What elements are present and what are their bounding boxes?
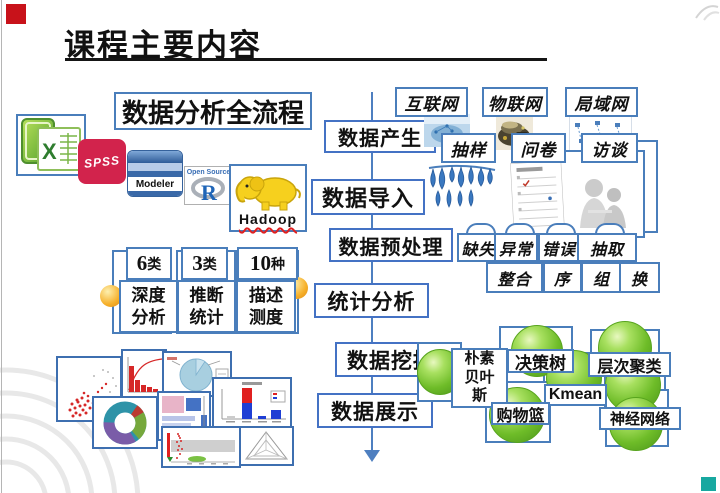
preprocess-sort-box: 序 bbox=[543, 262, 582, 293]
spss-logo: SPSS bbox=[78, 139, 126, 184]
corner-teal-square bbox=[701, 477, 716, 491]
left-edge-line bbox=[1, 0, 2, 493]
source-interview-box: 访谈 bbox=[581, 133, 638, 163]
preprocess-transform-box: 换 bbox=[619, 262, 660, 293]
flow-step-display: 数据展示 bbox=[317, 393, 433, 428]
flow-step-preprocess: 数据预处理 bbox=[329, 228, 453, 262]
spss-label: SPSS bbox=[83, 152, 121, 171]
svg-text:R: R bbox=[201, 180, 218, 203]
preprocess-integrate-box: 整合 bbox=[486, 262, 543, 293]
excel-icon: X bbox=[21, 118, 81, 171]
hadoop-elephant-icon bbox=[235, 176, 301, 211]
preprocess-arc-icon bbox=[595, 223, 625, 234]
page-title: 课程主要内容 bbox=[64, 28, 262, 63]
questionnaire-image-icon bbox=[510, 160, 565, 236]
iot-photo-icon bbox=[496, 114, 533, 150]
stats-deep-analysis-box: 深度分析 bbox=[119, 280, 178, 333]
stats-inference-box: 推断统计 bbox=[177, 280, 236, 333]
modeler-logo: Modeler bbox=[127, 150, 183, 197]
preprocess-arc-icon bbox=[466, 223, 496, 234]
source-sampling-box: 抽样 bbox=[441, 133, 496, 163]
control-chart-thumbnail bbox=[161, 426, 241, 468]
preprocess-abnormal-box: 异常 bbox=[494, 233, 538, 262]
ml-kmeans-box: Kmean bbox=[544, 384, 607, 406]
modeler-label: Modeler bbox=[135, 178, 175, 190]
source-internet-box: 互联网 bbox=[395, 87, 468, 117]
r-caption: Open Source bbox=[186, 169, 231, 176]
title-underline bbox=[65, 58, 547, 61]
hadoop-logo-card: Hadoop bbox=[229, 164, 307, 232]
preprocess-group-box: 组 bbox=[581, 262, 622, 293]
preprocess-missing-box: 缺失 bbox=[457, 233, 500, 262]
ml-neural-box: 神经网络 bbox=[599, 407, 681, 430]
pipeline-label-box: 数据分析全流程 bbox=[114, 92, 312, 130]
radar-chart-thumbnail bbox=[239, 426, 294, 466]
sampling-image-icon bbox=[428, 164, 496, 208]
flow-step-statistics: 统计分析 bbox=[314, 283, 429, 318]
interview-people-icon bbox=[580, 179, 626, 228]
preprocess-error-box: 错误 bbox=[538, 233, 580, 262]
source-lan-box: 局域网 bbox=[565, 87, 638, 117]
r-logo-card: Open Source R bbox=[184, 166, 233, 205]
corner-scribble-icon bbox=[695, 5, 720, 21]
flow-arrowhead-icon bbox=[364, 450, 380, 462]
flow-step-generate: 数据产生 bbox=[324, 120, 436, 153]
modeler-low-band bbox=[128, 171, 182, 177]
preprocess-arc-icon bbox=[505, 223, 535, 234]
orange-dot-icon bbox=[100, 285, 122, 307]
modeler-bottom-band bbox=[128, 191, 182, 196]
flow-line bbox=[371, 92, 373, 452]
stats-descriptive-box: 描述测度 bbox=[236, 280, 296, 333]
modeler-top-band bbox=[128, 151, 182, 163]
svg-text:X: X bbox=[42, 139, 57, 164]
hadoop-label: Hadoop bbox=[238, 211, 298, 227]
ml-basket-box: 购物篮 bbox=[491, 402, 550, 425]
preprocess-extract-box: 抽取 bbox=[577, 233, 637, 262]
source-iot-box: 物联网 bbox=[482, 87, 548, 117]
modeler-mid-band bbox=[128, 163, 182, 171]
ml-decision-tree-box: 决策树 bbox=[507, 349, 574, 373]
histogram-chart-thumbnail bbox=[121, 349, 167, 398]
ml-hierarchical-box: 层次聚类 bbox=[588, 352, 671, 377]
preprocess-arc-icon bbox=[546, 223, 576, 234]
flow-step-import: 数据导入 bbox=[311, 179, 425, 215]
bar-chart-thumbnail bbox=[212, 377, 292, 428]
corner-red-square bbox=[6, 4, 26, 24]
donut-chart-thumbnail bbox=[92, 396, 158, 449]
ml-naive-bayes-box: 朴素 贝叶 斯 bbox=[451, 348, 508, 408]
source-questionnaire-box: 问卷 bbox=[511, 133, 566, 163]
excel-logo-card: X bbox=[16, 114, 86, 176]
r-icon: R bbox=[191, 177, 225, 203]
watermark-arcs-icon bbox=[0, 367, 141, 493]
pipeline-label: 数据分析全流程 bbox=[121, 97, 304, 128]
